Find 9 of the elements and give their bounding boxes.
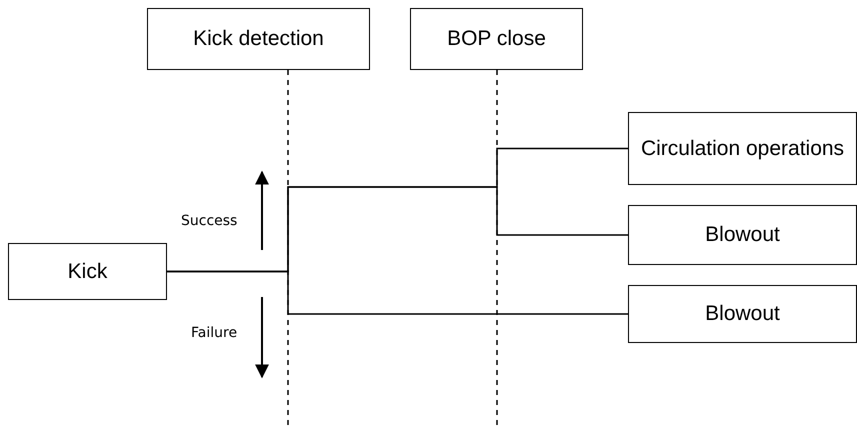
branch-label: Failure bbox=[191, 325, 238, 341]
initiating-event-box: Kick bbox=[8, 243, 167, 300]
outcome-box: Blowout bbox=[628, 205, 857, 265]
stage-header-box: Kick detection bbox=[147, 8, 370, 70]
branch-line bbox=[167, 270, 628, 315]
stage-header-box: BOP close bbox=[410, 8, 583, 70]
outcome-box: Circulation operations bbox=[628, 112, 857, 185]
outcome-box: Blowout bbox=[628, 285, 857, 343]
branch-label: Success bbox=[181, 213, 238, 229]
